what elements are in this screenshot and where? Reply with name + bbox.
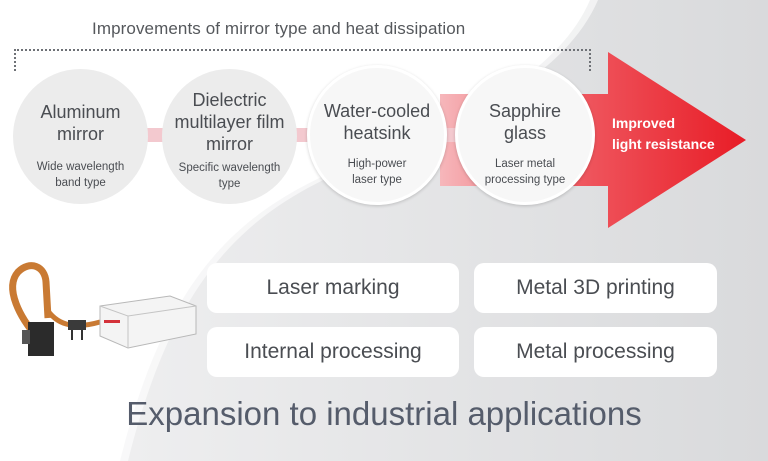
application-metal-processing: Metal processing xyxy=(474,327,717,377)
section-caption: Improvements of mirror type and heat dis… xyxy=(92,19,466,38)
step-title: Water-cooled heatsink xyxy=(323,101,431,143)
headline: Expansion to industrial applications xyxy=(126,395,642,432)
step-subtitle: Specific wavelength type xyxy=(178,162,281,190)
step-subtitle: Wide wavelength band type xyxy=(36,161,125,189)
step-title: Dielectric multilayer film mirror xyxy=(174,90,285,154)
application-metal-3d-printing: Metal 3D printing xyxy=(474,263,717,313)
application-laser-marking: Laser marking xyxy=(207,263,459,313)
step-aluminum-mirror: Aluminum mirror Wide wavelength band typ… xyxy=(13,69,148,204)
laser-module-illustration xyxy=(9,262,197,356)
dotted-bracket xyxy=(14,49,591,71)
application-internal-processing: Internal processing xyxy=(207,327,459,377)
step-title: Sapphire glass xyxy=(488,101,562,143)
arrow-label: Improved light resistance xyxy=(612,115,715,152)
step-sapphire-glass: Sapphire glass Laser metal processing ty… xyxy=(455,65,595,205)
step-dielectric-mirror: Dielectric multilayer film mirror Specif… xyxy=(162,69,297,204)
step-subtitle: High-power laser type xyxy=(347,158,407,186)
step-subtitle: Laser metal processing type xyxy=(484,158,566,186)
step-water-cooled-heatsink: Water-cooled heatsink High-power laser t… xyxy=(307,65,447,205)
step-title: Aluminum mirror xyxy=(40,102,121,144)
